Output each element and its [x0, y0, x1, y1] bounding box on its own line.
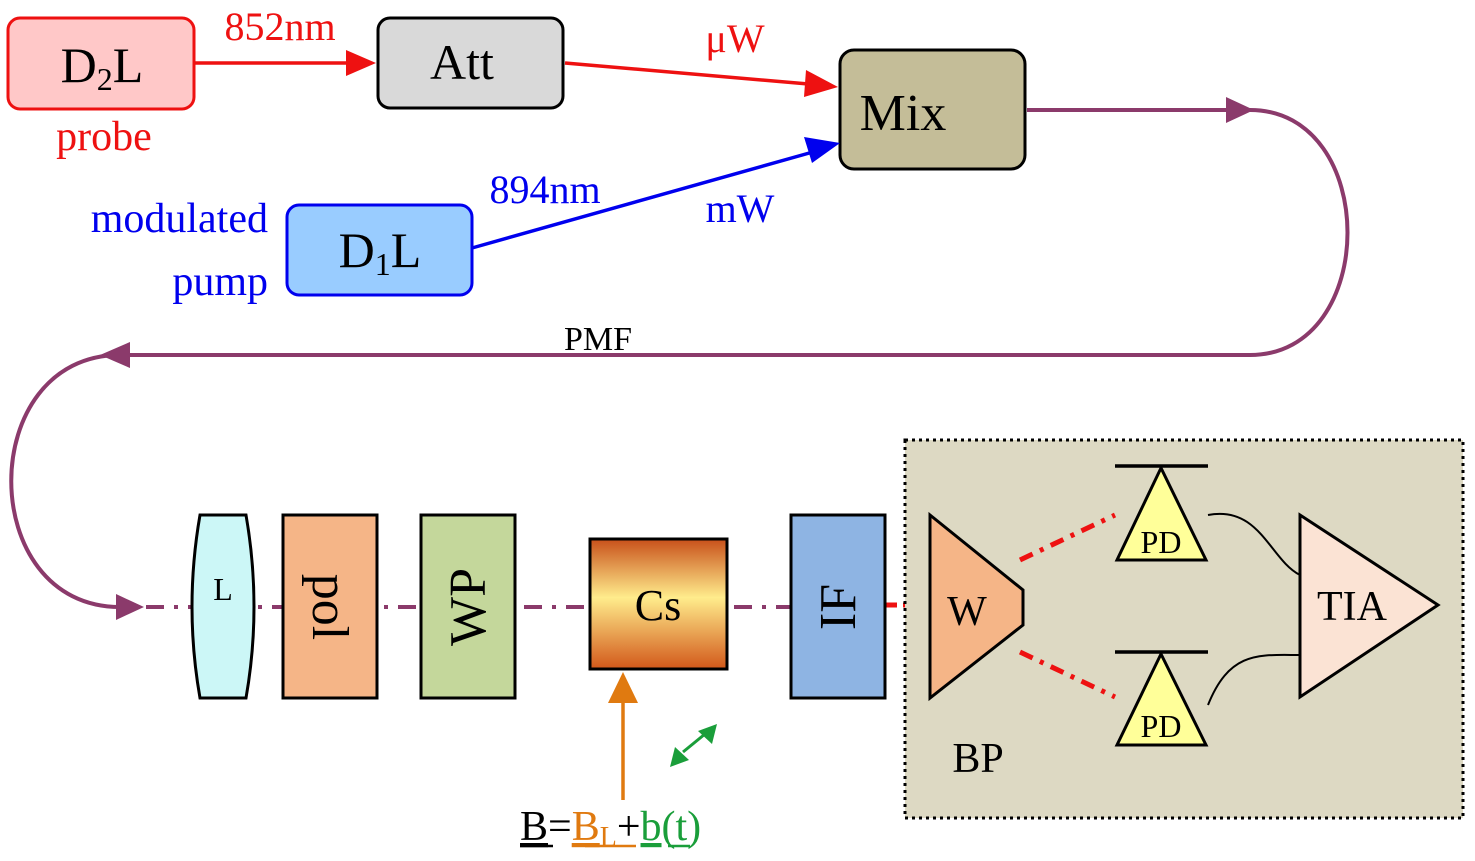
interference-filter: IF: [789, 513, 887, 700]
fiber-arrowhead-right: [1226, 97, 1254, 123]
svg-text:D2L: D2L: [61, 37, 144, 97]
d2l-label-tail: L: [113, 37, 144, 93]
modulated-label: modulated: [91, 196, 268, 242]
probe-arrow-to-mix: [564, 61, 821, 87]
field-plus: +: [617, 804, 641, 850]
d2l-label-sub: 2: [97, 61, 113, 97]
if-label: IF: [810, 584, 867, 630]
d2l-laser: D2L: [6, 16, 196, 111]
d1l-label-main: D: [339, 222, 375, 278]
lens: L: [190, 513, 256, 700]
photodiode-bottom: PD: [1114, 650, 1209, 747]
wave-plate: WP: [419, 513, 517, 700]
milliwatt-label: mW: [706, 186, 775, 231]
fiber-arrowhead-left: [100, 342, 130, 368]
probe-arrowhead-att: [346, 50, 376, 76]
pump-arrowhead-mix: [804, 137, 840, 163]
d1l-laser: D1L: [285, 203, 474, 297]
pd-top-label: PD: [1141, 524, 1182, 560]
cs-label: Cs: [635, 581, 681, 630]
field-equation: B=BL+b(t): [520, 804, 701, 853]
balanced-polarimeter: W PD PD TIA BP: [903, 438, 1465, 820]
mixer: Mix: [838, 48, 1027, 171]
microwatt-label: μW: [705, 16, 764, 61]
polarization-arrowhead-2: [698, 724, 717, 744]
field-bl-sub: L: [600, 822, 617, 853]
fiber-arrowhead-beam: [116, 594, 144, 620]
polarizer: pol: [281, 513, 379, 700]
field-bl-main: B: [572, 804, 600, 850]
tia-label: TIA: [1317, 584, 1388, 630]
tia-amplifier: TIA: [1298, 512, 1441, 700]
field-arrowhead: [608, 672, 638, 703]
cs-cell: Cs: [588, 537, 729, 671]
pol-label: pol: [301, 574, 358, 640]
field-b-total: B: [520, 804, 548, 850]
wire-bottom: [1207, 653, 1301, 706]
field-t: (t): [662, 804, 702, 850]
d1l-label-sub: 1: [375, 246, 391, 282]
wire-top: [1207, 512, 1301, 576]
pump-label: pump: [172, 259, 268, 305]
wollaston-prism: W: [928, 511, 1025, 702]
wavelength-894-label: 894nm: [489, 167, 600, 212]
d1l-label-tail: L: [391, 222, 422, 278]
field-b-small: b: [641, 804, 662, 850]
lens-label: L: [213, 571, 233, 607]
svg-text:D1L: D1L: [339, 222, 422, 282]
probe-arrowhead-mix: [804, 70, 838, 97]
polarization-arrowhead-1: [670, 747, 689, 767]
att-label: Att: [430, 34, 494, 90]
pmf-label: PMF: [564, 321, 632, 358]
pmf-fiber: [9, 108, 1350, 609]
wavelength-852-label: 852nm: [224, 4, 335, 49]
field-equals: =: [548, 804, 572, 850]
polarization-arrow: [682, 732, 706, 754]
w-label: W: [947, 589, 987, 635]
wp-label: WP: [440, 568, 497, 646]
bp-label: BP: [952, 736, 1003, 782]
photodiode-top: PD: [1114, 464, 1209, 562]
pump-arrow-to-mix: [471, 148, 821, 250]
probe-label: probe: [56, 114, 152, 160]
d2l-label-main: D: [61, 37, 97, 93]
mix-label: Mix: [860, 85, 947, 142]
attenuator: Att: [376, 16, 565, 110]
pd-bottom-label: PD: [1141, 708, 1182, 744]
